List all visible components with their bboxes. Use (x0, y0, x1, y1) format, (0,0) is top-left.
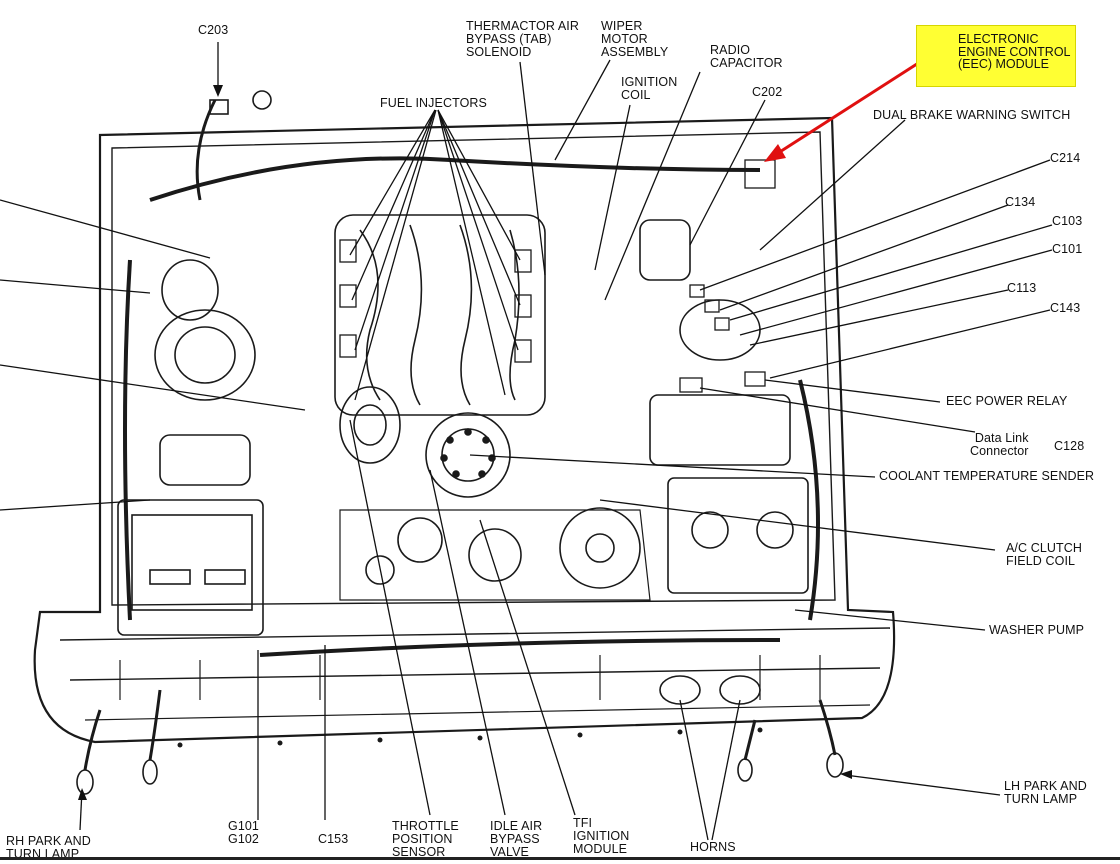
leader-fuel-inj-5 (437, 109, 521, 306)
leader-c202 (689, 99, 766, 246)
leader-left-4 (0, 499, 151, 511)
leader-c214 (699, 159, 1051, 291)
leader-c103 (729, 224, 1053, 321)
leader-left-3 (0, 364, 306, 411)
engine-assembly (76, 90, 844, 795)
leader-fuel-inj-8 (437, 109, 506, 396)
label-eec-power-relay: EEC POWER RELAY (946, 394, 1068, 408)
leader-left-1 (0, 199, 211, 259)
leader-wiper (554, 59, 611, 161)
label-radio-capacitor: RADIO CAPACITOR (710, 43, 783, 70)
label-ac-clutch-coil: A/C CLUTCH FIELD COIL (1006, 541, 1083, 568)
leader-c101 (739, 249, 1053, 336)
label-horns: HORNS (690, 840, 736, 854)
label-c202: C202 (752, 85, 783, 99)
eec-module-label: ELECTRONIC ENGINE CONTROL (EEC) MODULE (958, 32, 1071, 71)
eec-callout-arrow (764, 60, 921, 162)
label-c101: C101 (1052, 242, 1083, 256)
leader-radio (604, 71, 701, 301)
leader-dual-brake (759, 119, 906, 251)
label-wiper-motor: WIPER MOTOR ASSEMBLY (601, 19, 669, 59)
leader-fuel-inj-1 (349, 109, 436, 256)
label-coolant-temp-sender: COOLANT TEMPERATURE SENDER (879, 469, 1095, 483)
label-c113: C113 (1007, 281, 1037, 295)
leader-eec-relay (764, 379, 941, 403)
leader-horn-2 (711, 699, 741, 841)
label-c143: C143 (1050, 301, 1081, 315)
leader-left-2 (0, 279, 151, 294)
label-data-link-connector: Data Link Connector (970, 431, 1029, 458)
label-c153: C153 (318, 832, 349, 846)
label-ignition-coil: IGNITION COIL (621, 75, 678, 102)
label-tfi-ignition-module: TFI IGNITION MODULE (573, 816, 630, 856)
leader-fuel-inj-2 (351, 109, 436, 301)
bottom-border (0, 857, 1120, 860)
leader-fuel-inj-6 (437, 109, 519, 351)
leader-washer (794, 609, 986, 631)
label-washer-pump: WASHER PUMP (989, 623, 1085, 637)
leader-fuel-inj-4 (437, 109, 521, 261)
label-idle-air-bypass-valve: IDLE AIR BYPASS VALVE (490, 819, 543, 859)
leader-thermactor (519, 61, 546, 276)
leader-fuel-inj-3 (354, 109, 436, 351)
label-c203: C203 (198, 23, 229, 37)
label-fuel-injectors: FUEL INJECTORS (380, 96, 487, 110)
label-g101-g102: G101 G102 (228, 819, 259, 846)
leader-throttle (349, 419, 431, 816)
eec-callout-highlight (916, 25, 1076, 87)
leader-c113 (749, 289, 1009, 346)
leader-data-link (699, 387, 976, 433)
arrowheads (78, 85, 852, 800)
label-c128: C128 (1054, 439, 1085, 453)
leader-lines (0, 42, 1053, 841)
leader-ignition (594, 104, 631, 271)
leader-lh-park (844, 774, 1001, 796)
label-dual-brake-switch: DUAL BRAKE WARNING SWITCH (873, 108, 1071, 122)
leader-idle-air (429, 469, 506, 816)
label-throttle-position-sensor: THROTTLE POSITION SENSOR (392, 819, 459, 859)
leader-horn-1 (679, 699, 709, 841)
label-c103: C103 (1052, 214, 1083, 228)
label-c214: C214 (1050, 151, 1081, 165)
leader-c143 (769, 309, 1051, 379)
label-c134: C134 (1005, 195, 1036, 209)
leader-ac-clutch (599, 499, 996, 551)
leader-coolant (469, 454, 876, 478)
label-lh-park-turn-lamp: LH PARK AND TURN LAMP (1004, 779, 1087, 806)
leader-fuel-inj-7 (354, 109, 437, 401)
leader-tfi (479, 519, 576, 816)
vehicle-body-outline (33, 116, 896, 748)
label-thermactor-solenoid: THERMACTOR AIR BYPASS (TAB) SOLENOID (466, 19, 579, 59)
leader-c134 (719, 204, 1009, 311)
